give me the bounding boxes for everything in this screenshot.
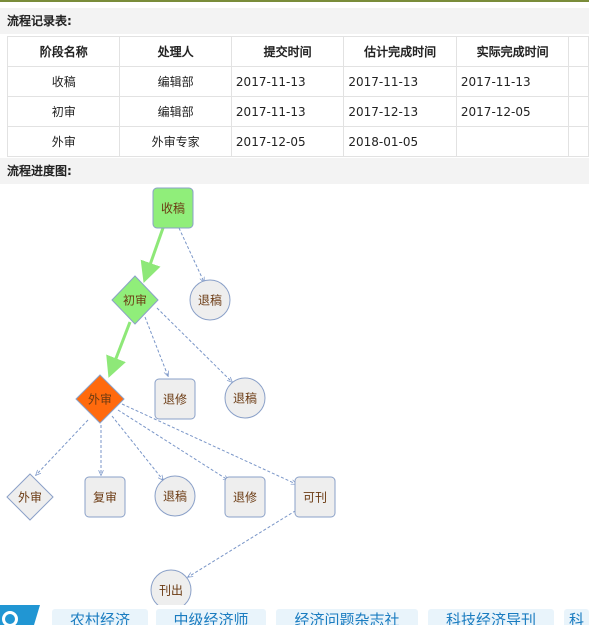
cell-extra — [568, 96, 589, 127]
cell-submit-time: 2017-11-13 — [230, 66, 345, 97]
cell-handler: 编辑部 — [119, 96, 232, 127]
bottom-tab-zhongji[interactable]: 中级经济师 — [156, 609, 266, 625]
edge-chushen-tuixiu — [144, 316, 168, 376]
search-icon — [2, 611, 18, 625]
table-row: 初审 编辑部 2017-11-13 2017-12-13 2017-12-05 — [6, 96, 589, 127]
node-label: 收稿 — [161, 201, 185, 216]
node-label: 退修 — [163, 392, 187, 407]
header-stage: 阶段名称 — [6, 36, 121, 67]
flow-diagram: 收稿 初审 退稿 外审 退修 退稿 外审 复审 退稿 退修 可刊 刊出 — [6, 187, 336, 605]
flow-section-title: 流程进度图: — [0, 158, 589, 184]
node-shougao[interactable]: 收稿 — [152, 187, 194, 229]
bottom-tab-keji-jingji[interactable]: 科技经济导刊 — [428, 609, 554, 625]
node-label: 退稿 — [233, 391, 257, 406]
cell-stage: 初审 — [6, 96, 121, 127]
edge-waishen-kekan — [121, 403, 296, 484]
bottom-nav-bar: 农村经济 中级经济师 经济问题杂志社 科技经济导刊 科 — [0, 605, 589, 625]
edge-chushen-tuigao — [156, 307, 232, 382]
search-button[interactable] — [0, 605, 40, 625]
node-tuixiu-2[interactable]: 退修 — [224, 476, 266, 518]
edge-shougao-chushen — [140, 227, 165, 283]
edge-waishen-waishen — [36, 419, 89, 475]
table-row: 收稿 编辑部 2017-11-13 2017-11-13 2017-11-13 — [6, 66, 589, 97]
cell-actual-time: 2017-12-05 — [455, 96, 570, 127]
node-label: 外审 — [88, 392, 112, 407]
records-section-title: 流程记录表: — [0, 8, 589, 34]
edge-waishen-tuixiu — [117, 409, 228, 480]
cell-actual-time: 2017-11-13 — [455, 66, 570, 97]
cell-estimated-time: 2017-12-13 — [343, 96, 457, 127]
node-waishen[interactable]: 外审 — [75, 374, 125, 424]
process-records-table: 阶段名称 处理人 提交时间 估计完成时间 实际完成时间 收稿 编辑部 2017-… — [6, 36, 589, 157]
cell-extra — [568, 126, 589, 157]
bottom-tab-jingji-wenti[interactable]: 经济问题杂志社 — [276, 609, 418, 625]
table-row: 外审 外审专家 2017-12-05 2018-01-05 — [6, 126, 589, 157]
node-label: 退稿 — [198, 293, 222, 308]
cell-submit-time: 2017-11-13 — [230, 96, 345, 127]
node-label: 退修 — [233, 490, 257, 505]
top-border — [0, 0, 589, 2]
cell-handler: 编辑部 — [119, 66, 232, 97]
node-tuixiu-1[interactable]: 退修 — [154, 378, 196, 420]
cell-extra — [568, 66, 589, 97]
node-label: 外审 — [18, 490, 42, 505]
node-chushen[interactable]: 初审 — [111, 275, 159, 325]
node-fushen[interactable]: 复审 — [84, 476, 126, 518]
node-label: 退稿 — [163, 489, 187, 504]
node-tuigao-2[interactable]: 退稿 — [224, 377, 266, 419]
cell-estimated-time: 2018-01-05 — [343, 126, 457, 157]
edge-chushen-waishen — [106, 321, 132, 378]
cell-stage: 收稿 — [6, 66, 121, 97]
bottom-tab-nongcun[interactable]: 农村经济 — [52, 609, 148, 625]
cell-submit-time: 2017-12-05 — [230, 126, 345, 157]
edge-kekan-kanchu — [188, 507, 301, 577]
header-handler: 处理人 — [119, 36, 232, 67]
header-submit-time: 提交时间 — [230, 36, 345, 67]
node-tuigao-3[interactable]: 退稿 — [154, 475, 196, 517]
node-label: 复审 — [93, 490, 117, 505]
cell-stage: 外审 — [6, 126, 121, 157]
bottom-tab-more[interactable]: 科 — [564, 609, 589, 625]
node-label: 初审 — [123, 293, 147, 308]
cell-estimated-time: 2017-11-13 — [343, 66, 457, 97]
node-tuigao-1[interactable]: 退稿 — [189, 279, 231, 321]
node-label: 刊出 — [159, 584, 183, 598]
node-label: 可刊 — [303, 491, 327, 505]
header-extra — [568, 36, 589, 67]
cell-actual-time — [455, 126, 570, 157]
header-estimated-time: 估计完成时间 — [343, 36, 457, 67]
node-kekan[interactable]: 可刊 — [294, 476, 336, 518]
cell-handler: 外审专家 — [119, 126, 232, 157]
node-kanchu[interactable]: 刊出 — [150, 569, 192, 605]
node-waishen-2[interactable]: 外审 — [6, 473, 54, 521]
edge-shougao-tuigao — [178, 227, 204, 282]
table-header-row: 阶段名称 处理人 提交时间 估计完成时间 实际完成时间 — [6, 36, 589, 67]
header-actual-time: 实际完成时间 — [455, 36, 570, 67]
edge-waishen-tuigao — [111, 415, 163, 480]
